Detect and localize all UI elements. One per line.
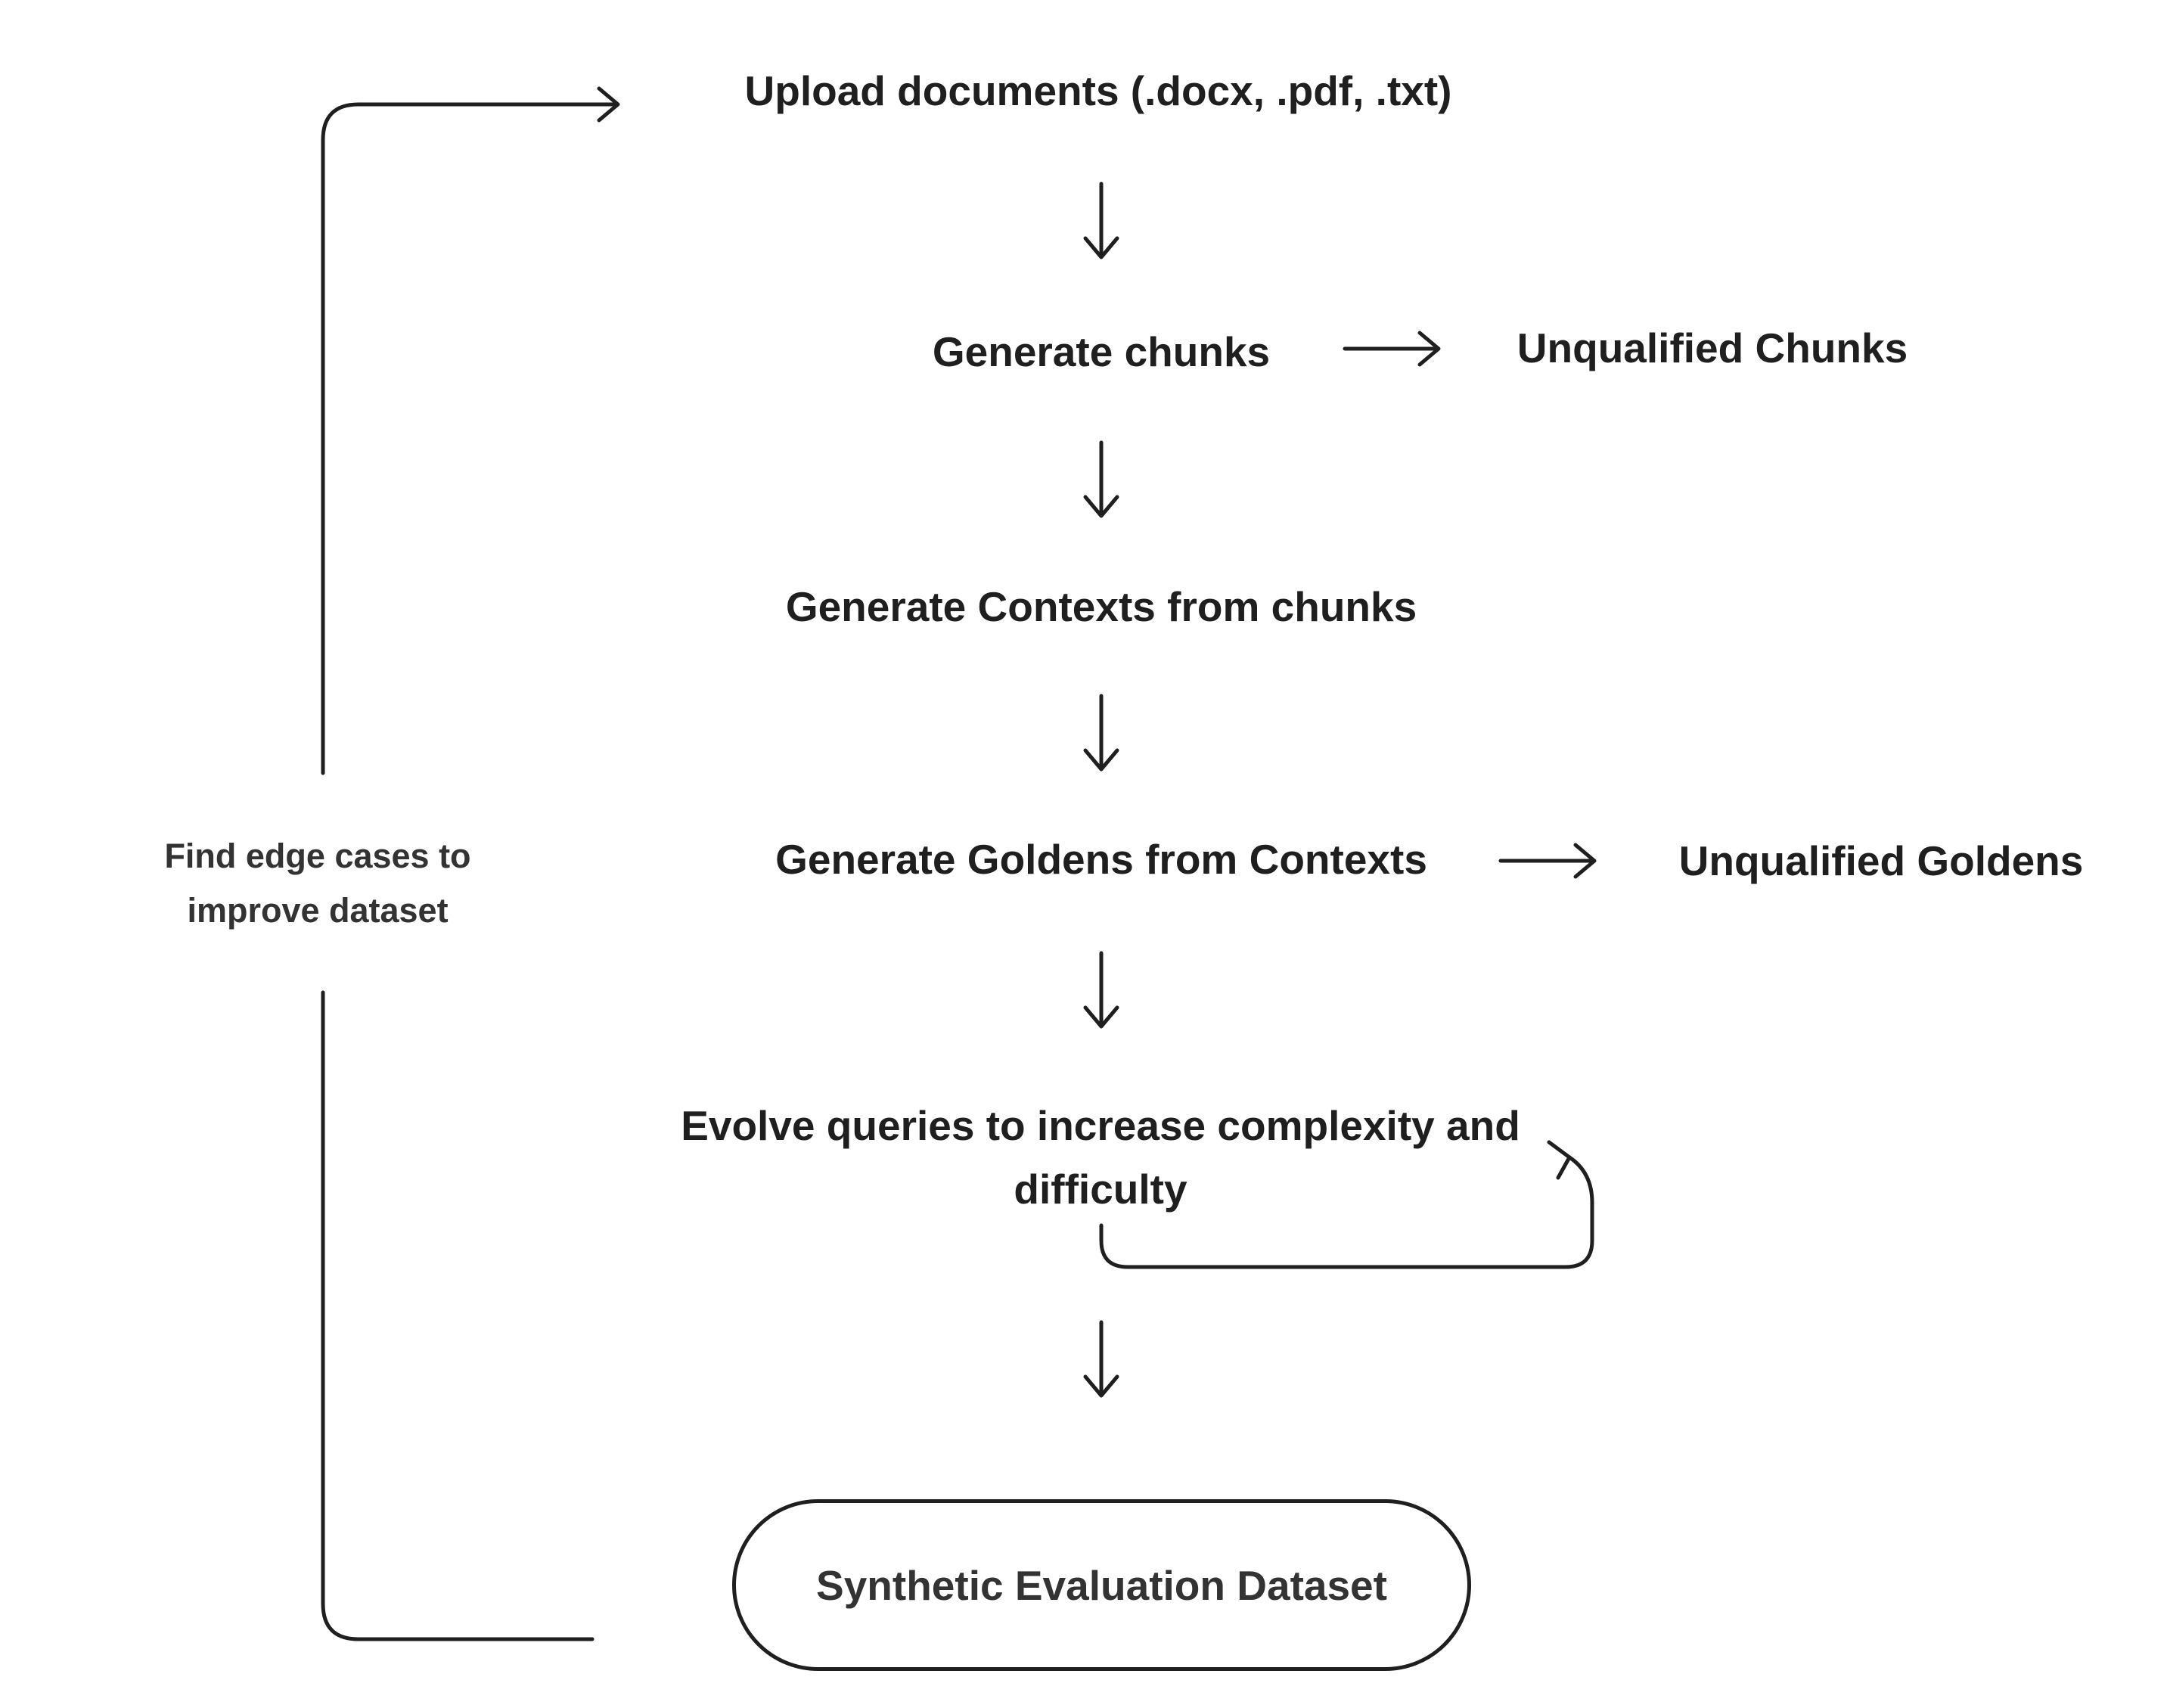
node-unqualified-chunks: Unqualified Chunks xyxy=(1517,325,1908,371)
feedback-loop-bottom xyxy=(321,990,594,1641)
node-generate-contexts: Generate Contexts from chunks xyxy=(785,583,1417,630)
node-upload-documents: Upload documents (.docx, .pdf, .txt) xyxy=(744,67,1452,114)
node-evolve-queries: Evolve queries to increase complexity an… xyxy=(681,1102,1520,1213)
arrow-upload-to-chunks xyxy=(1083,182,1119,259)
arrow-chunks-to-contexts xyxy=(1083,440,1119,518)
synthetic-dataset-label: Synthetic Evaluation Dataset xyxy=(816,1561,1387,1609)
node-synthetic-dataset: Synthetic Evaluation Dataset xyxy=(732,1499,1471,1671)
arrow-evolve-to-dataset xyxy=(1083,1320,1119,1398)
feedback-label-line2: improve dataset xyxy=(187,891,449,930)
node-generate-chunks: Generate chunks xyxy=(932,328,1271,375)
evolve-loop-arrow xyxy=(1099,1140,1594,1269)
arrow-contexts-to-goldens xyxy=(1083,694,1119,772)
node-generate-goldens: Generate Goldens from Contexts xyxy=(775,836,1427,883)
node-unqualified-goldens: Unqualified Goldens xyxy=(1678,837,2084,884)
arrow-to-unqualified-chunks xyxy=(1343,331,1441,367)
feedback-loop-top xyxy=(321,86,620,775)
arrow-to-unqualified-goldens xyxy=(1498,843,1597,879)
arrow-goldens-to-evolve xyxy=(1083,951,1119,1029)
feedback-loop-label: Find edge cases to improve dataset xyxy=(164,829,470,938)
feedback-label-line1: Find edge cases to xyxy=(164,837,471,875)
